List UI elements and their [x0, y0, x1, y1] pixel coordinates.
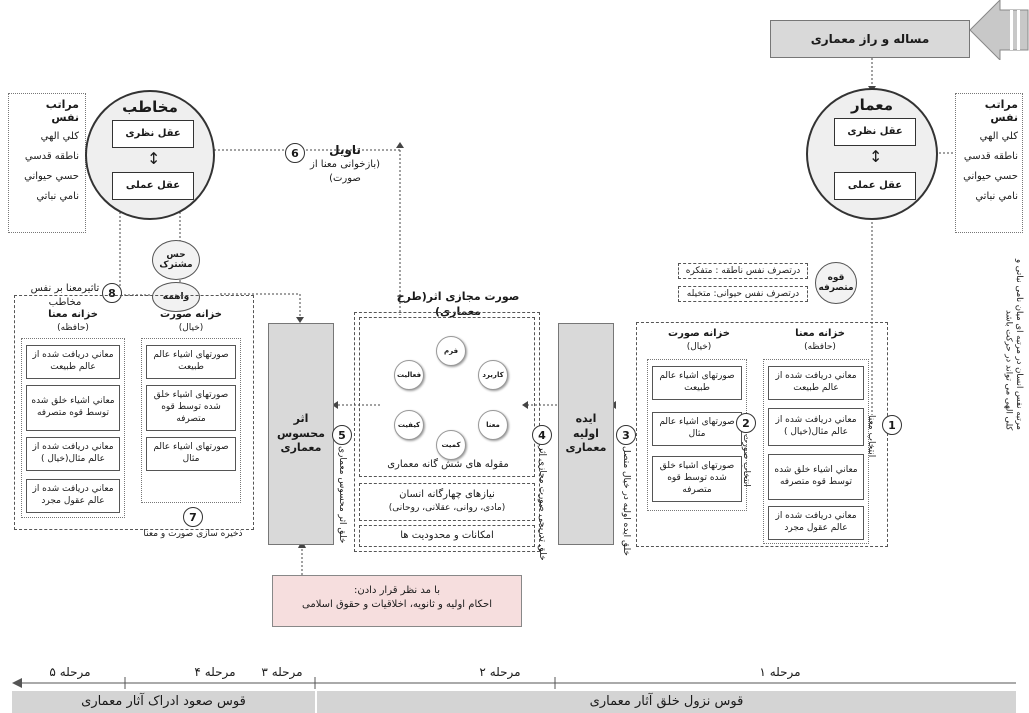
- meaning-petal: معنا: [478, 410, 508, 440]
- step-8-badge: 8: [102, 283, 122, 303]
- right-soul-levels-title: مراتب نفس: [984, 98, 1018, 124]
- step-3-label: خلق ایده اولیه در خیال متصل: [621, 446, 631, 556]
- left-form-cell: صورتهای اشياء خلق شده توسط قوه متصرفه: [146, 385, 236, 431]
- architect-theoretical-reason: عقل نظری: [834, 118, 916, 146]
- right-meaning-cell: معاني دريافت شده از عالم طبيعت: [768, 366, 864, 400]
- right-form-cell: صورتهای اشياء عالم مثال: [652, 412, 742, 446]
- quantity-petal: کمیت: [436, 430, 466, 460]
- step-5-badge: 5: [332, 425, 352, 445]
- left-meaning-cell: معاني اشياء خلق شده توسط قوه متصرفه: [26, 385, 120, 431]
- right-form-column: صورتهای اشياء عالم طبيعت صورتهای اشياء ع…: [647, 359, 747, 511]
- initial-idea-box: ایده اولیه معماری: [558, 323, 614, 545]
- audience-practical-reason: عقل عملی: [112, 172, 194, 200]
- step-2-label: انتخاب صورت: [741, 434, 751, 487]
- common-sense-pill: حس مشترک: [152, 240, 200, 280]
- descending-arc-band: قوس نزول خلق آثار معماری: [317, 691, 1016, 713]
- stage-3-label: مرحله ۳: [261, 665, 303, 679]
- left-form-column: صورتهای اشياء عالم طبيعت صورتهای اشياء خ…: [141, 338, 241, 503]
- quality-petal: کیفیت: [394, 410, 424, 440]
- right-soul-levels-panel: مراتب نفس کلي الهي ناطقه قدسي حسي حيواني…: [955, 93, 1023, 233]
- input-arrow-icon: [970, 0, 1029, 60]
- left-soul-levels-title: مراتب نفس: [45, 98, 79, 124]
- tavil-label: تاویل (بازخوانی معنا از صورت): [309, 143, 380, 184]
- ascending-arc-band: قوس صعود ادراک آثار معماری: [12, 691, 315, 713]
- left-level-item: نامي نباتي: [36, 191, 79, 202]
- left-form-cell: صورتهای اشياء عالم مثال: [146, 437, 236, 471]
- step-1-badge: 1: [882, 415, 902, 435]
- audience-theoretical-reason: عقل نظری: [112, 120, 194, 148]
- estimation-pill: واهمه: [152, 282, 200, 312]
- left-meaning-cell: معاني دريافت شده از عالم عقول مجرد: [26, 479, 120, 513]
- center-title: صورت مجازی اثر(طرح معماری): [396, 290, 520, 318]
- stage-5-label: مرحله ۵: [49, 665, 91, 679]
- double-arrow-icon: ↕: [147, 149, 161, 168]
- imaginative-faculty-pill: قوه متصرفه: [815, 262, 857, 304]
- right-level-item: نامي نباتي: [975, 191, 1018, 202]
- step-6-badge: 6: [285, 143, 305, 163]
- left-form-title: خزانه صورت (خيال): [160, 309, 222, 333]
- left-form-cell: صورتهای اشياء عالم طبيعت: [146, 345, 236, 379]
- right-form-cell: صورتهای اشياء خلق شده توسط قوه متصرفه: [652, 456, 742, 502]
- right-meaning-cell: معاني دريافت شده از عالم عقول مجرد: [768, 506, 864, 540]
- right-meaning-cell: معاني اشياء خلق شده توسط قوه متصرفه: [768, 454, 864, 500]
- activity-petal: فعالیت: [394, 360, 424, 390]
- audience-circle: مخاطب عقل نظری ↕ عقل عملی: [85, 90, 215, 220]
- left-meaning-cell: معاني دريافت شده از عالم مثال(خيال ): [26, 437, 120, 471]
- step-5-label: خلق اثر محسوس معماری: [337, 446, 347, 544]
- left-meaning-column: معاني دريافت شده از عالم طبيعت معاني اشي…: [21, 338, 125, 518]
- needs-box: نیازهای چهارگانه انسان (مادی، روانی، عقل…: [359, 483, 535, 521]
- left-storage-panel: خزانه معنا (حافظه) معاني دريافت شده از ع…: [14, 295, 254, 539]
- right-level-item: کلي الهي: [979, 131, 1018, 142]
- double-arrow-icon: ↕: [869, 147, 883, 166]
- stage-2-label: مرحله ۲: [479, 665, 521, 679]
- left-meaning-cell: معاني دريافت شده از عالم طبيعت: [26, 345, 120, 379]
- rational-faculty-label: درتصرف نفس ناطقه : متفکره: [678, 263, 808, 279]
- left-soul-levels-panel: مراتب نفس کلي الهي ناطقه قدسي حسي حيواني…: [8, 93, 86, 233]
- right-storage-panel: خزانه صورت (خيال) صورتهای اشياء عالم طبي…: [636, 322, 888, 547]
- left-level-item: حسي حيواني: [24, 171, 79, 182]
- meaning-effect-label: تاثیرمعنا بر نفس مخاطب: [30, 283, 100, 308]
- left-meaning-title: خزانه معنا (حافظه): [48, 309, 98, 333]
- problem-box: مساله و راز معماری: [770, 20, 970, 58]
- left-level-item: ناطقه قدسي: [24, 151, 79, 162]
- right-form-title: خزانه صورت (خيال): [668, 328, 730, 352]
- animal-faculty-label: درتصرف نفس حیوانی: متخیله: [678, 286, 808, 302]
- step-3-badge: 3: [616, 425, 636, 445]
- sensible-work-box: اثر محسوس معماری: [268, 323, 334, 545]
- islamic-rules-box: با مد نظر قرار دادن: احکام اولیه و ثانوی…: [272, 575, 522, 627]
- right-meaning-title: خزانه معنا (حافظه): [795, 328, 845, 352]
- center-outer-box: فرم کاربرد معنا کمیت کیفیت فعالیت مقوله …: [354, 312, 540, 552]
- stage-4-label: مرحله ۴: [194, 665, 236, 679]
- right-level-item: حسي حيواني: [963, 171, 1018, 182]
- left-level-item: کلي الهي: [40, 131, 79, 142]
- function-petal: کاربرد: [478, 360, 508, 390]
- right-form-cell: صورتهای اشياء عالم طبيعت: [652, 366, 742, 400]
- right-level-item: ناطقه قدسي: [963, 151, 1018, 162]
- step-2-badge: 2: [736, 413, 756, 433]
- limits-box: امکانات و محدودیت ها: [359, 525, 535, 547]
- storage-caption: ذخیره سازی صورت و معنا: [143, 529, 243, 539]
- architect-practical-reason: عقل عملی: [834, 172, 916, 200]
- right-meaning-column: معاني دريافت شده از عالم طبيعت معاني دري…: [763, 359, 869, 544]
- categories-box: فرم کاربرد معنا کمیت کیفیت فعالیت مقوله …: [359, 317, 535, 477]
- categories-caption: مقوله های شش گانه معماری: [387, 459, 509, 470]
- right-meaning-cell: معاني دريافت شده از عالم مثال(خيال ): [768, 408, 864, 446]
- architect-title: معمار: [850, 96, 894, 114]
- step-4-label: خلق تدریجی صورت مجازی اثر: [537, 446, 547, 561]
- form-petal: فرم: [436, 336, 466, 366]
- stage-1-label: مرحله ۱: [759, 665, 801, 679]
- architect-circle: معمار عقل نظری ↕ عقل عملی: [806, 88, 938, 220]
- soul-movement-note: مرتبه نفس انسان در مرتبه ای میان نامی نب…: [1003, 259, 1024, 430]
- step-4-badge: 4: [532, 425, 552, 445]
- audience-title: مخاطب: [122, 98, 178, 116]
- step-7-badge: 7: [183, 507, 203, 527]
- step-1-label: انتخاب معنا: [866, 415, 876, 458]
